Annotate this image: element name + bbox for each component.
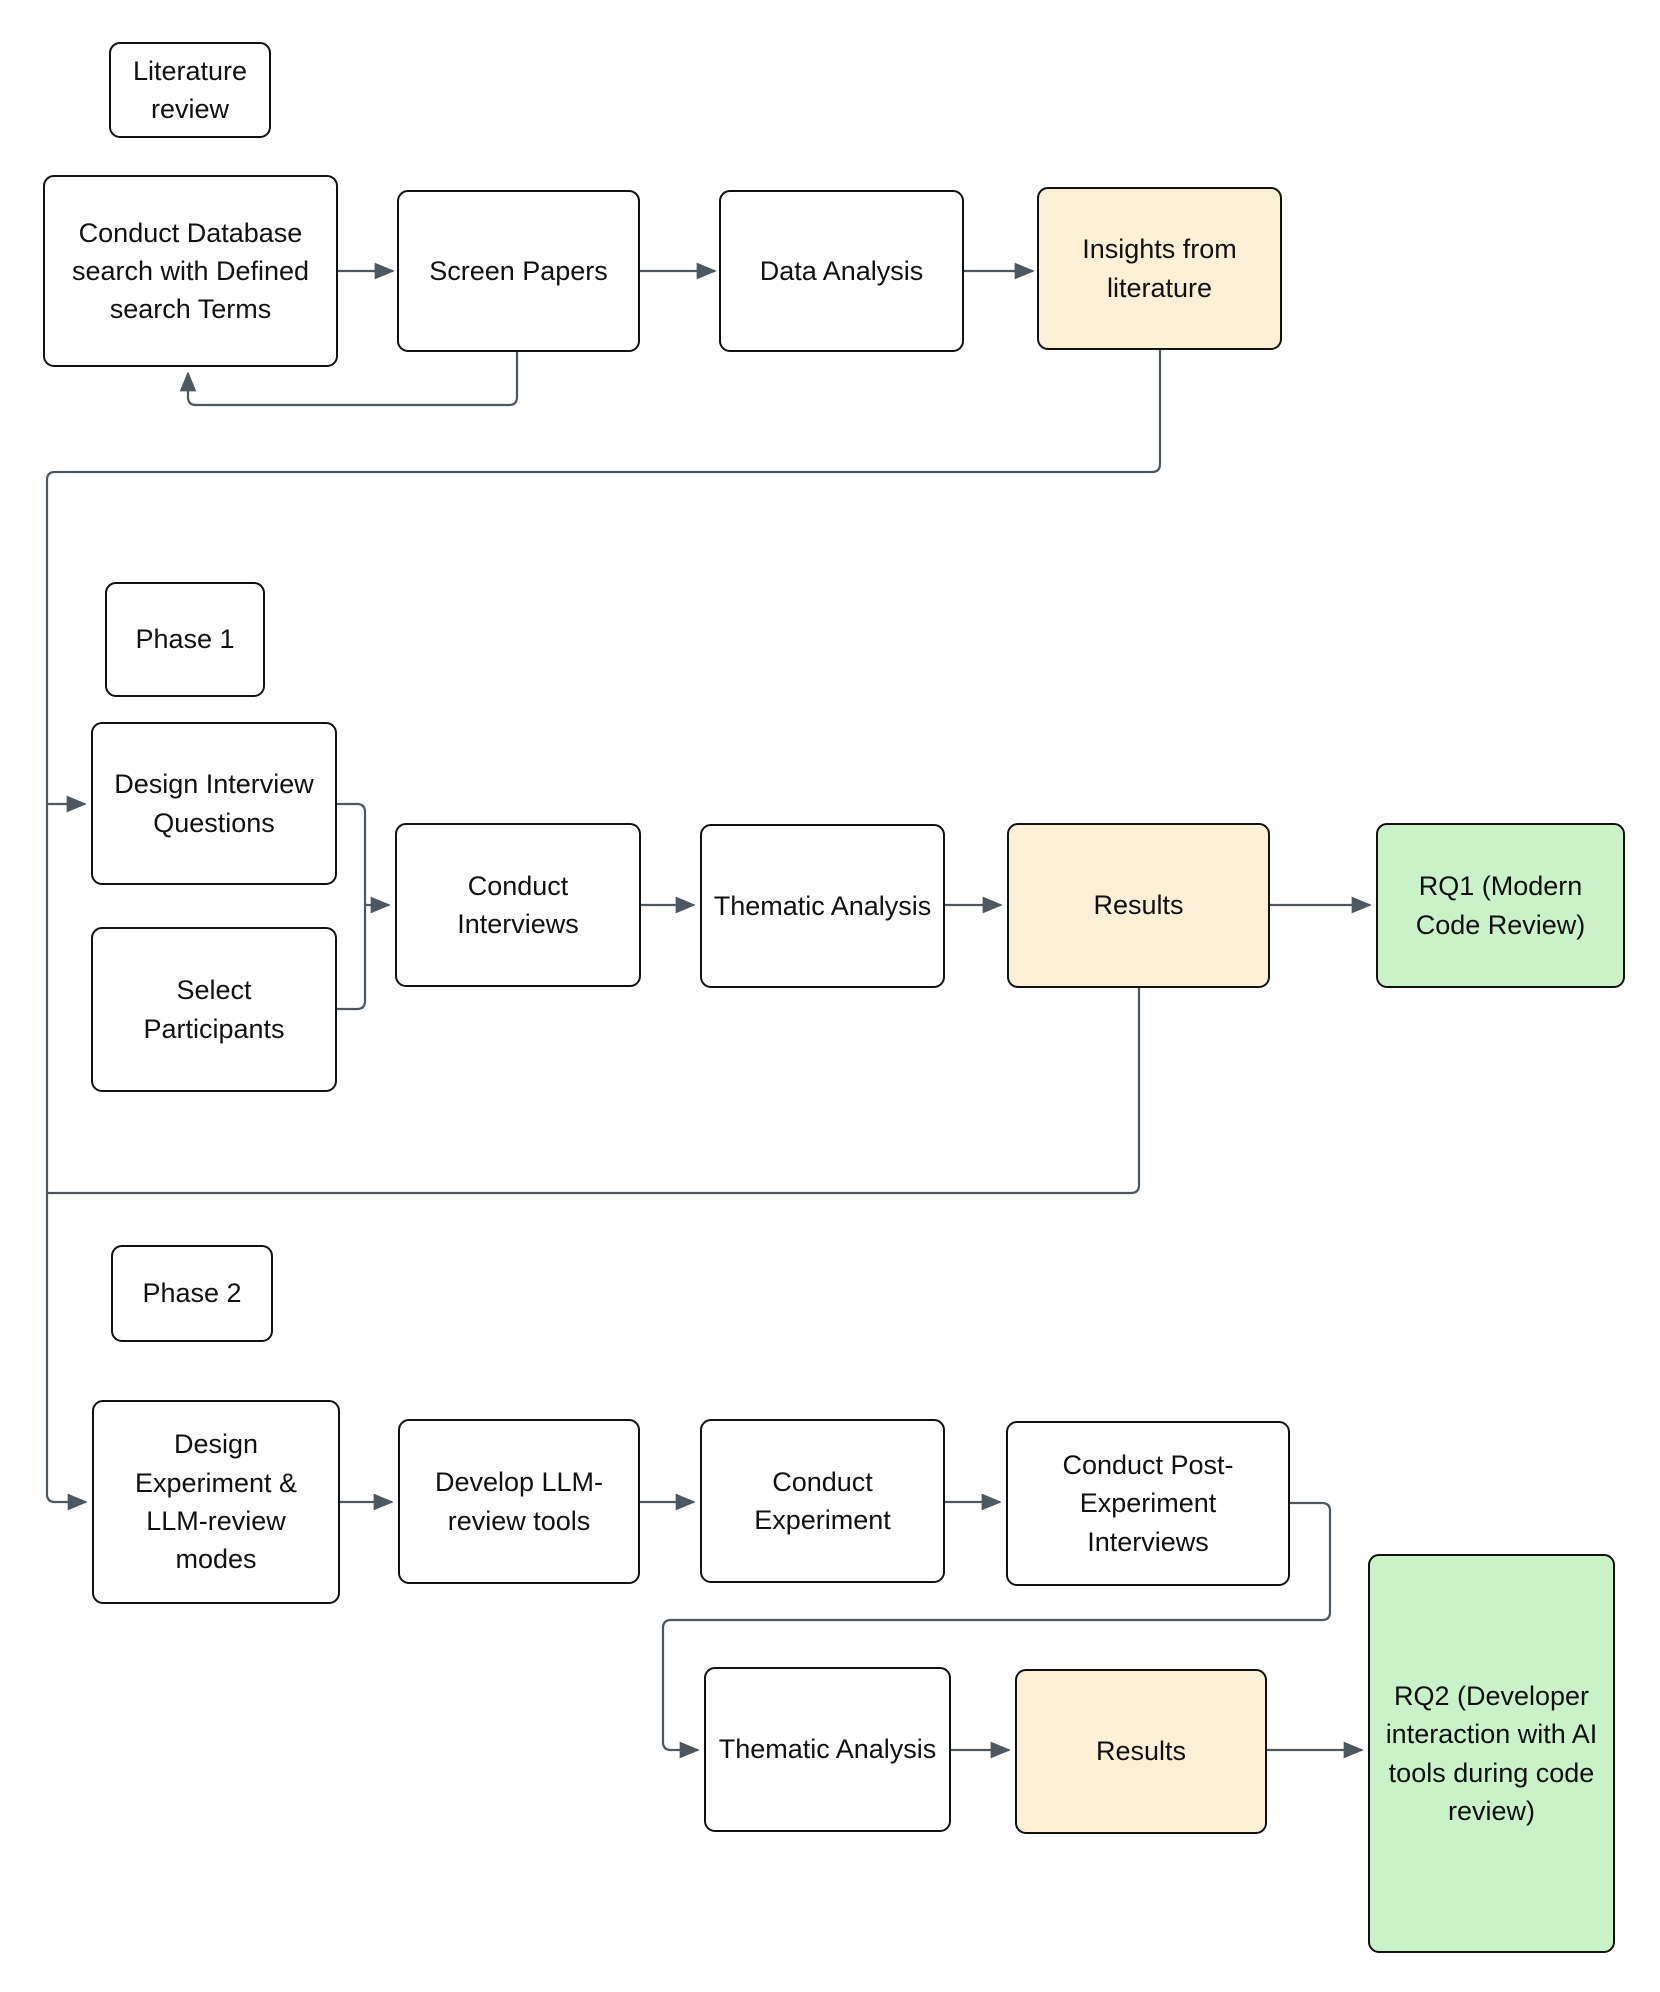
node-phase2-label: Phase 2 <box>111 1245 273 1342</box>
node-literature-review-label: Literature review <box>109 42 271 138</box>
node-results-1: Results <box>1007 823 1270 988</box>
node-thematic-analysis-1: Thematic Analysis <box>700 824 945 988</box>
node-conduct-interviews: Conduct Interviews <box>395 823 641 987</box>
edge-postexp-thematic2 <box>661 1501 1332 1759</box>
node-data-analysis: Data Analysis <box>719 190 964 352</box>
node-insights-from-literature: Insights from literature <box>1037 187 1282 350</box>
edge-feedback-screenpapers-dbsearch <box>179 352 519 407</box>
node-design-experiment: Design Experiment & LLM-review modes <box>92 1400 340 1604</box>
node-results-2: Results <box>1015 1669 1267 1834</box>
node-screen-papers: Screen Papers <box>397 190 640 352</box>
edge-insights-spine <box>45 350 1162 1511</box>
node-select-participants: Select Participants <box>91 927 337 1092</box>
node-design-interview-questions: Design Interview Questions <box>91 722 337 885</box>
node-develop-llm-review-tools: Develop LLM-review tools <box>398 1419 640 1584</box>
edge-bracket-phase1-inputs <box>337 802 367 1011</box>
node-phase1-label: Phase 1 <box>105 582 265 697</box>
node-post-experiment-interviews: Conduct Post-Experiment Interviews <box>1006 1421 1290 1586</box>
node-conduct-database-search: Conduct Database search with Defined sea… <box>43 175 338 367</box>
edge-results1-spine <box>48 988 1141 1195</box>
node-thematic-analysis-2: Thematic Analysis <box>704 1667 951 1832</box>
node-rq1: RQ1 (Modern Code Review) <box>1376 823 1625 988</box>
node-rq2: RQ2 (Developer interaction with AI tools… <box>1368 1554 1615 1953</box>
node-conduct-experiment: Conduct Experiment <box>700 1419 945 1583</box>
